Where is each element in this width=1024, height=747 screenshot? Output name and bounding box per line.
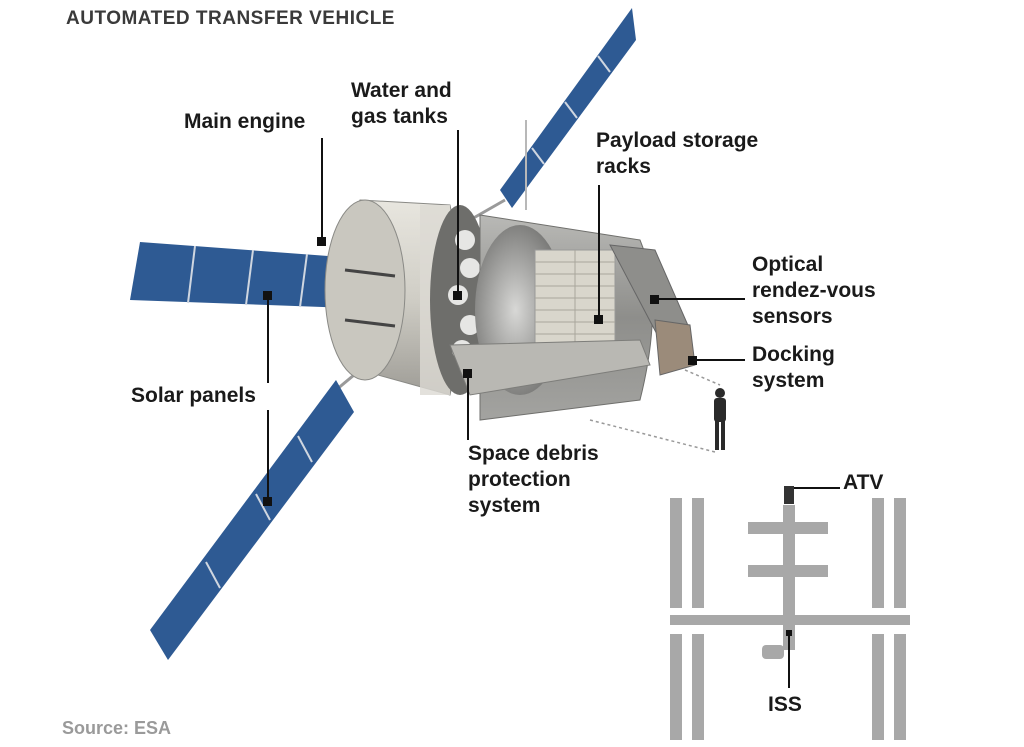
- label-line: Space debris: [468, 442, 599, 465]
- label-iss: ISS: [768, 693, 802, 716]
- label-solar-panels: Solar panels: [131, 384, 256, 407]
- label-payload-storage-racks: Payload storage racks: [596, 128, 758, 180]
- solar-panel-top: [469, 8, 636, 222]
- human-figure-icon: [714, 388, 726, 450]
- label-line: protection: [468, 468, 571, 491]
- diagram-title: AUTOMATED TRANSFER VEHICLE: [66, 8, 395, 29]
- label-docking-system: Docking system: [752, 342, 835, 394]
- label-line: system: [468, 494, 541, 517]
- solar-panel-left: [130, 242, 355, 308]
- label-line: system: [752, 369, 825, 392]
- label-space-debris-protection: Space debris protection system: [468, 441, 599, 519]
- source-credit: Source: ESA: [62, 718, 172, 738]
- cargo-module: [449, 214, 721, 453]
- label-water-gas-tanks: Water and gas tanks: [351, 78, 452, 130]
- label-line: rendez-vous: [752, 279, 876, 302]
- label-line: Docking: [752, 343, 835, 366]
- label-line: racks: [596, 155, 651, 178]
- label-optical-sensors: Optical rendez-vous sensors: [752, 252, 876, 330]
- label-atv: ATV: [843, 471, 884, 494]
- label-main-engine: Main engine: [184, 110, 306, 133]
- label-line: sensors: [752, 305, 833, 328]
- label-line: Payload storage: [596, 129, 759, 152]
- label-line: Water and: [351, 79, 452, 102]
- label-line: gas tanks: [351, 105, 448, 128]
- label-line: Optical: [752, 253, 824, 276]
- iss-inset-diagram: [670, 486, 910, 740]
- leader-lines: [263, 130, 745, 506]
